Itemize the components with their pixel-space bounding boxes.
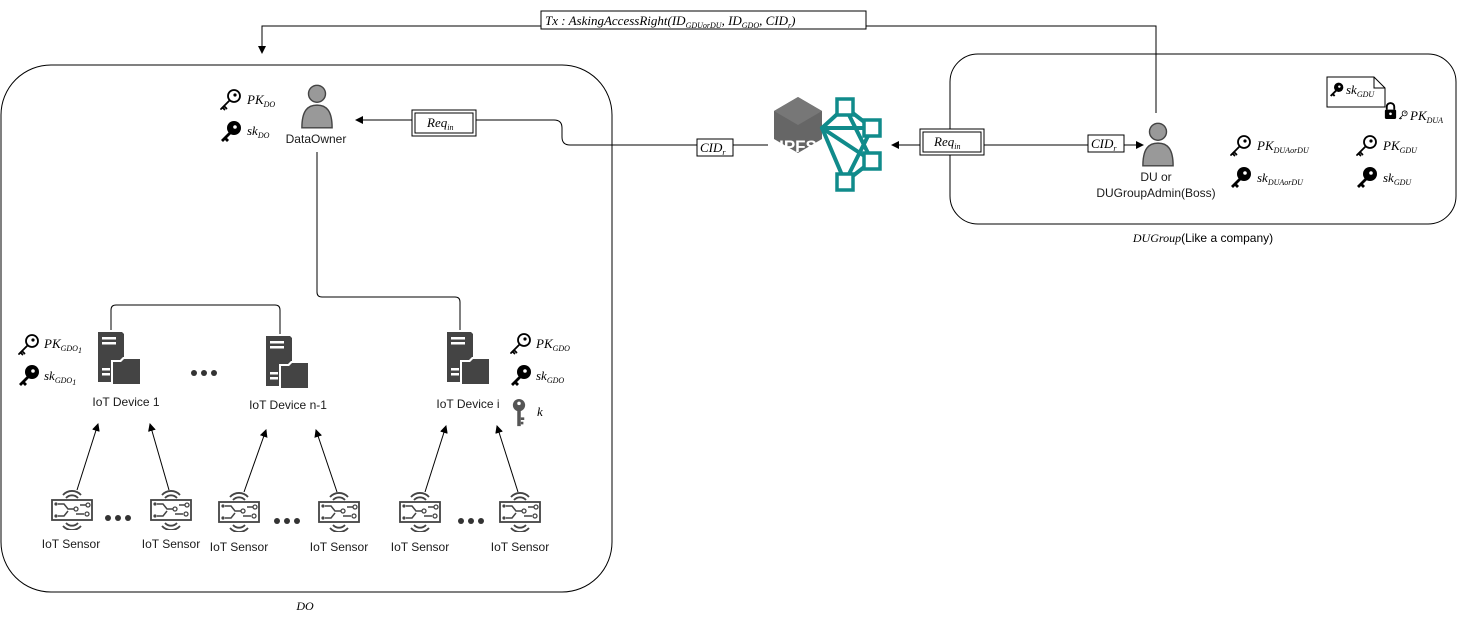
pk-du-label: PKDUAorDU	[1256, 138, 1310, 155]
dugroup-caption: DUGroup(Like a company)	[1132, 231, 1273, 245]
iot-sensor-label: IoT Sensor	[491, 540, 549, 554]
pk-gdo1-key-icon	[18, 334, 39, 356]
req-right-box-outer	[919, 128, 985, 156]
iot-sensor-label: IoT Sensor	[391, 540, 449, 554]
lock-icon	[1383, 102, 1398, 119]
iot-device-n-1-server-icon	[266, 336, 310, 390]
ipfs-logo-label: IPFS	[779, 137, 817, 156]
sk-gdo1-key-icon	[19, 365, 39, 386]
ipfs-logo: IPFS	[774, 97, 882, 192]
sk-gdu-label: skGDU	[1383, 170, 1412, 187]
pk-gdu-key-icon	[1356, 135, 1377, 157]
do-group-caption: DO	[295, 599, 314, 613]
transaction-arrow	[258, 25, 1157, 113]
do-group-frame	[0, 64, 613, 593]
iot-sensor-label: IoT Sensor	[310, 540, 368, 554]
sensor-5-arrow	[424, 425, 448, 493]
cid-left-box	[696, 138, 734, 157]
data-owner-person-icon	[301, 84, 333, 129]
sk-gdo1-label: skGDO1	[44, 368, 76, 387]
ipfs-node-icon	[835, 97, 855, 117]
iot-sensor-label: IoT Sensor	[42, 537, 100, 551]
sensor-ellipsis	[105, 515, 131, 521]
iot-sensor-label: IoT Sensor	[142, 537, 200, 551]
iot-device-1-label: IoT Device 1	[92, 395, 159, 409]
iot-device-i-server-icon	[447, 332, 491, 386]
ipfs-node-icon	[835, 172, 855, 192]
device-ellipsis	[191, 370, 217, 376]
cid-left-label: CIDr	[700, 140, 726, 157]
sensor-ellipsis	[274, 518, 300, 524]
pk-do-key-icon	[220, 89, 241, 111]
du-label-line2: DUGroupAdmin(Boss)	[1096, 186, 1215, 200]
sk-gdo-key-icon	[511, 365, 531, 386]
iot-sensor-icon	[318, 492, 360, 532]
iot-sensor-icon	[499, 492, 541, 532]
cid-right-box	[1087, 134, 1125, 153]
doc-sk-gdu-label: skGDU	[1346, 82, 1375, 99]
device1-to-devicen-line	[110, 304, 281, 334]
pk-dua-label: PKDUA	[1409, 108, 1443, 125]
pk-gdo-key-icon	[510, 333, 531, 355]
pk-do-label: PKDO	[246, 92, 275, 109]
transaction-label: Tx : AskingAccessRight(IDGDUorDU, IDGDO,…	[545, 13, 795, 30]
pk-dua-key-icon	[1398, 110, 1408, 120]
sensor-3-arrow	[243, 429, 268, 493]
ipfs-node-icon	[862, 118, 882, 138]
sk-du-label: skDUAorDU	[1257, 170, 1304, 187]
data-owner-label: DataOwner	[286, 132, 347, 146]
ipfs-to-owner-line	[476, 119, 768, 146]
ipfs-node-icon	[862, 151, 882, 171]
sk-do-label: skDO	[247, 123, 270, 140]
k-label: k	[537, 404, 543, 419]
pk-gdo-label: PKGDO	[535, 336, 570, 353]
req-right-box-inner	[922, 131, 982, 153]
sk-do-key-icon	[221, 121, 241, 142]
req-left-box-inner	[414, 112, 474, 134]
pk-gdu-label: PKGDU	[1382, 138, 1418, 155]
iot-sensor-label: IoT Sensor	[210, 540, 268, 554]
sensor-ellipsis	[458, 518, 484, 524]
sk-gdo-label: skGDO	[536, 368, 564, 385]
iot-device-i-label: IoT Device i	[436, 397, 499, 411]
iot-sensor-icon	[399, 492, 441, 532]
iot-sensor-icon	[150, 490, 192, 530]
iot-device-n-1-label: IoT Device n-1	[249, 398, 327, 412]
req-left-box-outer	[411, 109, 477, 137]
pk-du-key-icon	[1230, 135, 1251, 157]
req-right-label: Reqin	[933, 134, 960, 151]
owner-to-device-i-line	[316, 152, 461, 330]
sensor-1-arrow	[76, 423, 100, 491]
du-label-line1: DU or	[1140, 170, 1171, 184]
iot-sensor-icon	[218, 492, 260, 532]
du-person-icon	[1142, 122, 1174, 167]
iot-sensor-icon	[51, 490, 93, 530]
req-left-label: Reqin	[426, 115, 453, 132]
sk-gdu-key-icon	[1357, 167, 1377, 188]
k-key-icon	[512, 399, 526, 427]
transaction-label-box	[540, 10, 867, 30]
sensor-2-arrow	[148, 423, 170, 491]
sensor-4-arrow	[314, 429, 338, 493]
cid-right-label: CIDr	[1091, 136, 1117, 153]
pk-gdo1-label: PKGDO1	[43, 336, 82, 355]
iot-device-1-server-icon	[98, 332, 142, 386]
sk-du-key-icon	[1231, 167, 1251, 188]
sensor-6-arrow	[495, 425, 519, 493]
